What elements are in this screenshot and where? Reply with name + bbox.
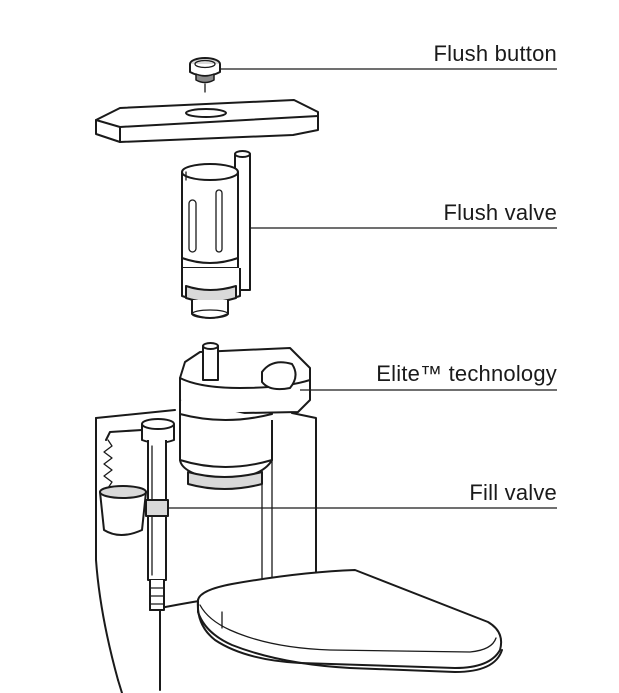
tank-lid bbox=[95, 99, 319, 143]
label-flush-valve: Flush valve bbox=[443, 200, 557, 225]
label-flush-button: Flush button bbox=[433, 41, 557, 66]
fill-valve-part bbox=[99, 418, 175, 611]
elite-technology-part bbox=[179, 342, 311, 490]
flush-valve-part bbox=[181, 150, 251, 319]
label-elite-technology: Elite™ technology bbox=[376, 361, 557, 386]
toilet-seat-lid bbox=[117, 569, 503, 693]
label-fill-valve: Fill valve bbox=[469, 480, 557, 505]
flush-button-part bbox=[189, 57, 221, 93]
